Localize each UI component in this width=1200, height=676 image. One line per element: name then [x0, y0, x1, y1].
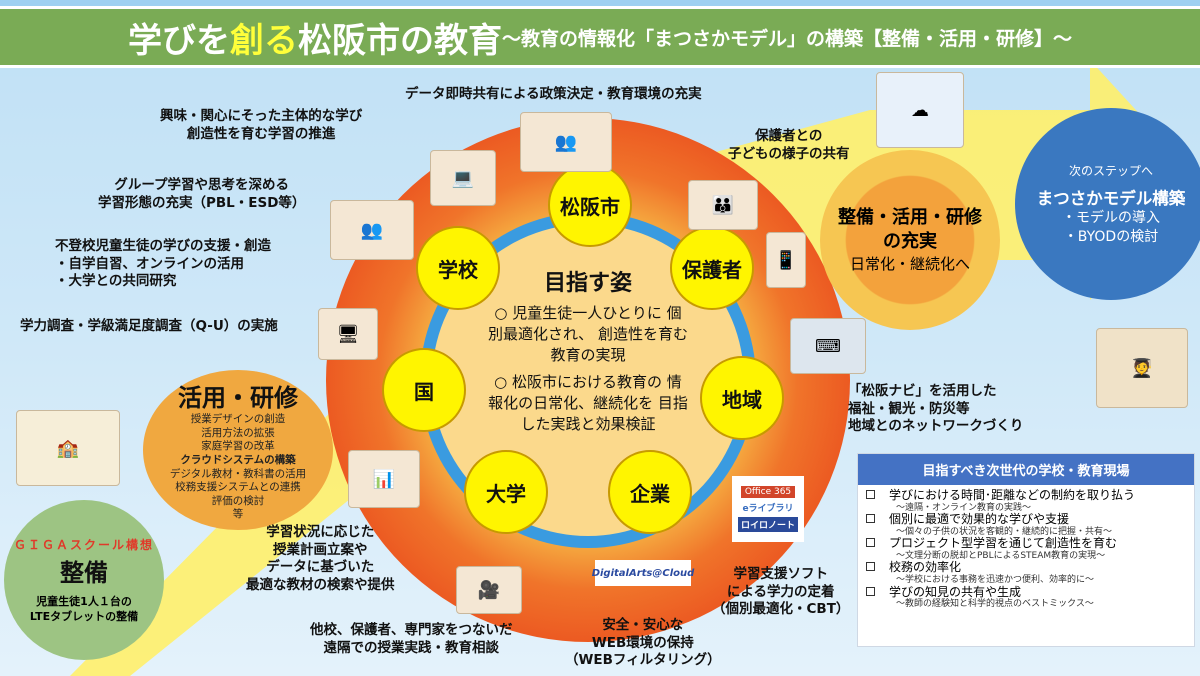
node-region: 地域	[700, 356, 784, 440]
goal-panel: 目指すべき次世代の学校・教育現場 学びにおける時間･距離などの制約を取り払う～遠…	[857, 453, 1195, 647]
annotation-interest: 興味・関心にそった主体的な学び 創造性を育む学習の推進	[160, 108, 363, 142]
goal-item: 学びの知見の共有や生成～教師の経験知と科学的視点のベストミックス～	[866, 584, 1186, 610]
goal-item-main: プロジェクト型学習を通じて創造性を育む	[889, 536, 1118, 551]
center-heading: 目指す姿	[543, 271, 632, 296]
digitalarts-logo-text: DigitalArts@Cloud	[591, 567, 695, 579]
title-text: 学びを	[127, 20, 230, 61]
video-conference-illustration: 🎥	[456, 566, 522, 614]
office365-logo: Office 365	[740, 486, 796, 498]
elibrary-logo: eライブラリ	[742, 504, 794, 514]
center-point: ○ 松阪市における教育の 情報化の日常化、継続化を 目指した実践と効果検証	[488, 372, 688, 433]
parent-phone-illustration: 📱	[766, 232, 806, 288]
goal-item-sub: ～文理分断の脱却とPBLによるSTEAM教育の実現～	[896, 551, 1106, 562]
checkbox-icon	[866, 538, 875, 548]
goal-item-main: 校務の効率化	[889, 560, 962, 575]
node-school: 学校	[416, 226, 500, 310]
top-strip	[0, 0, 1200, 6]
checkbox-icon	[866, 514, 875, 524]
annotation-group: グループ学習や思考を深める 学習形態の充実（PBL・ESD等）	[98, 177, 306, 211]
goal-item: 個別に最適で効果的な学びや支援～個々の子供の状況を客観的・継続的に把握・共有～	[866, 512, 1186, 537]
cloud-illustration: ☁	[876, 72, 964, 148]
katsuyo-heading: 活用・研修	[178, 383, 298, 412]
students-tablet-illustration: 🧑‍🎓	[1096, 328, 1188, 408]
goal-item-sub: ～遠隔・オンライン教育の実践～	[896, 502, 1032, 513]
annotation-region: 「松阪ナビ」を活用した 福祉・観光・防災等 地域とのネットワークづくり	[848, 383, 1024, 435]
seibi-heading: 整備	[60, 558, 108, 587]
checkbox-icon	[866, 586, 875, 596]
officials-illustration: 👥	[520, 112, 612, 172]
seibi-circle: ＧＩＧＡスクール構想 整備 児童生徒1人１台の LTEタブレットの整備	[4, 500, 164, 660]
katsuyo-circle: 活用・研修 授業デザインの創造 活用方法の拡張 家庭学習の改革 クラウドシステム…	[143, 370, 333, 530]
katsuyo-item: 活用方法の拡張	[201, 426, 275, 439]
software-logos: Office 365 eライブラリ ロイロノート	[732, 476, 804, 542]
juujitsu-circle: 整備・活用・研修 の充実 日常化・継続化へ	[820, 150, 1000, 330]
family-illustration: 👪	[688, 180, 758, 230]
tablet-illustration: ⌨	[790, 318, 866, 374]
katsuyo-item: デジタル教材・教科書の活用	[169, 467, 307, 480]
seibi-desc: 児童生徒1人１台の LTEタブレットの整備	[29, 594, 139, 623]
katsuyo-item: 家庭学習の改革	[201, 440, 275, 453]
annotation-survey: 学力調査・学級満足度調査（Q-U）の実施	[20, 318, 278, 334]
loilonote-logo: ロイロノート	[737, 517, 798, 532]
katsuyo-item: 授業デザインの創造	[190, 412, 286, 425]
giga-label: ＧＩＧＡスクール構想	[13, 537, 154, 552]
checkbox-icon	[866, 562, 875, 572]
node-university: 大学	[464, 450, 548, 534]
goal-item-main: 学びの知見の共有や生成	[889, 584, 1022, 599]
center-point: ○ 児童生徒一人ひとりに 個別最適化され、 創造性を育む教育の実現	[488, 303, 688, 364]
digitalarts-logo: DigitalArts@Cloud	[592, 560, 694, 586]
goal-item: 学びにおける時間･距離などの制約を取り払う～遠隔・オンライン教育の実践～	[866, 488, 1186, 513]
title-banner: 学びを 創る 松阪市の教育 ～教育の情報化「まつさかモデル」の構築【整備・活用・…	[0, 6, 1200, 68]
online-class-illustration: 🖥	[318, 308, 378, 360]
juujitsu-heading: 整備・活用・研修 の充実	[838, 207, 982, 252]
node-nation: 国	[382, 348, 466, 432]
title-subtitle: ～教育の情報化「まつさかモデル」の構築【整備・活用・研修】～	[501, 27, 1072, 50]
group-learning-illustration: 👥	[330, 200, 414, 260]
next-step-item: ・モデルの導入	[1062, 209, 1160, 226]
title-text: 松阪市の教育	[297, 20, 502, 61]
goal-panel-header: 目指すべき次世代の学校・教育現場	[858, 454, 1194, 485]
checkbox-icon	[866, 490, 875, 499]
school-building-illustration: 🏫	[16, 410, 120, 486]
annotation-plan: 学習状況に応じた 授業計画立案や データに基づいた 最適な教材の検索や提供	[246, 524, 395, 593]
next-step-label: 次のステップへ	[1068, 163, 1153, 178]
goal-item-sub: ～教師の経験知と科学的視点のベストミックス～	[896, 599, 1094, 610]
node-guardians: 保護者	[670, 226, 754, 310]
title-highlight: 創る	[229, 20, 298, 61]
next-step-heading: まつさかモデル構築	[1036, 188, 1186, 208]
student-laptop-illustration: 💻	[430, 150, 496, 206]
goal-item-sub: ～学校における事務を迅速かつ便利、効率的に～	[896, 575, 1095, 586]
goal-item-main: 学びにおける時間･距離などの制約を取り払う	[889, 488, 1136, 502]
goal-item: プロジェクト型学習を通じて創造性を育む～文理分断の脱却とPBLによるSTEAM教…	[866, 536, 1186, 562]
node-company: 企業	[608, 450, 692, 534]
annotation-remote: 他校、保護者、専門家をつないだ 遠隔での授業実践・教育相談	[310, 622, 513, 656]
next-step-circle: 次のステップへ まつさかモデル構築 ・モデルの導入 ・BYODの検討	[1015, 108, 1200, 300]
node-matsusaka: 松阪市	[548, 163, 632, 247]
annotation-web: 安全・安心な WEB環境の保持 （WEBフィルタリング）	[565, 617, 721, 669]
goal-item-sub: ～個々の子供の状況を客観的・継続的に把握・共有～	[896, 526, 1113, 537]
annotation-software: 学習支援ソフト による学力の定着 （個別最適化・CBT）	[712, 566, 850, 618]
annotation-truancy: 不登校児童生徒の学びの支援・創造 ・自学自習、オンラインの活用 ・大学との共同研…	[55, 238, 271, 290]
annotation-data-sharing: データ即時共有による政策決定・教育環境の充実	[405, 86, 702, 102]
katsuyo-item: 等	[232, 508, 244, 521]
next-step-item: ・BYODの検討	[1063, 228, 1159, 245]
annotation-parents: 保護者との 子どもの様子の共有	[728, 128, 850, 162]
katsuyo-item: クラウドシステムの構築	[180, 453, 296, 466]
goal-item-main: 個別に最適で効果的な学びや支援	[889, 512, 1070, 527]
juujitsu-desc: 日常化・継続化へ	[849, 254, 970, 273]
goal-center: 目指す姿 ○ 児童生徒一人ひとりに 個別最適化され、 創造性を育む教育の実現 ○…	[488, 270, 688, 441]
katsuyo-item: 校務支援システムとの連携	[175, 481, 301, 494]
katsuyo-item: 評価の検討	[211, 494, 265, 507]
goal-item: 校務の効率化～学校における事務を迅速かつ便利、効率的に～	[866, 561, 1186, 585]
teacher-data-illustration: 📊	[348, 450, 420, 508]
